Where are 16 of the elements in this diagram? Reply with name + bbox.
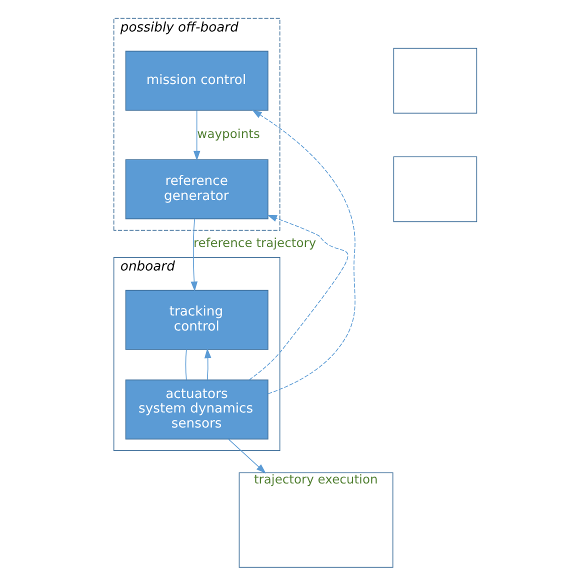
- node-box: trajectory execution: [238, 472, 393, 568]
- connector: [184, 349, 186, 380]
- arrow: [192, 110, 200, 161]
- node-box: actuators system dynamics sensors: [124, 380, 268, 440]
- node-box: reference generator: [124, 159, 268, 220]
- arrow: [251, 110, 355, 394]
- arrow: [190, 218, 198, 292]
- edge-label: reference trajectory: [193, 236, 316, 250]
- node-box: [392, 156, 477, 222]
- arrow: [248, 214, 348, 380]
- node-box: mission control: [124, 50, 268, 111]
- edge-label: waypoints: [196, 126, 260, 141]
- node-box: [392, 48, 477, 114]
- arrow: [204, 348, 211, 380]
- node-box: tracking control: [124, 290, 268, 350]
- arrow: [228, 438, 266, 474]
